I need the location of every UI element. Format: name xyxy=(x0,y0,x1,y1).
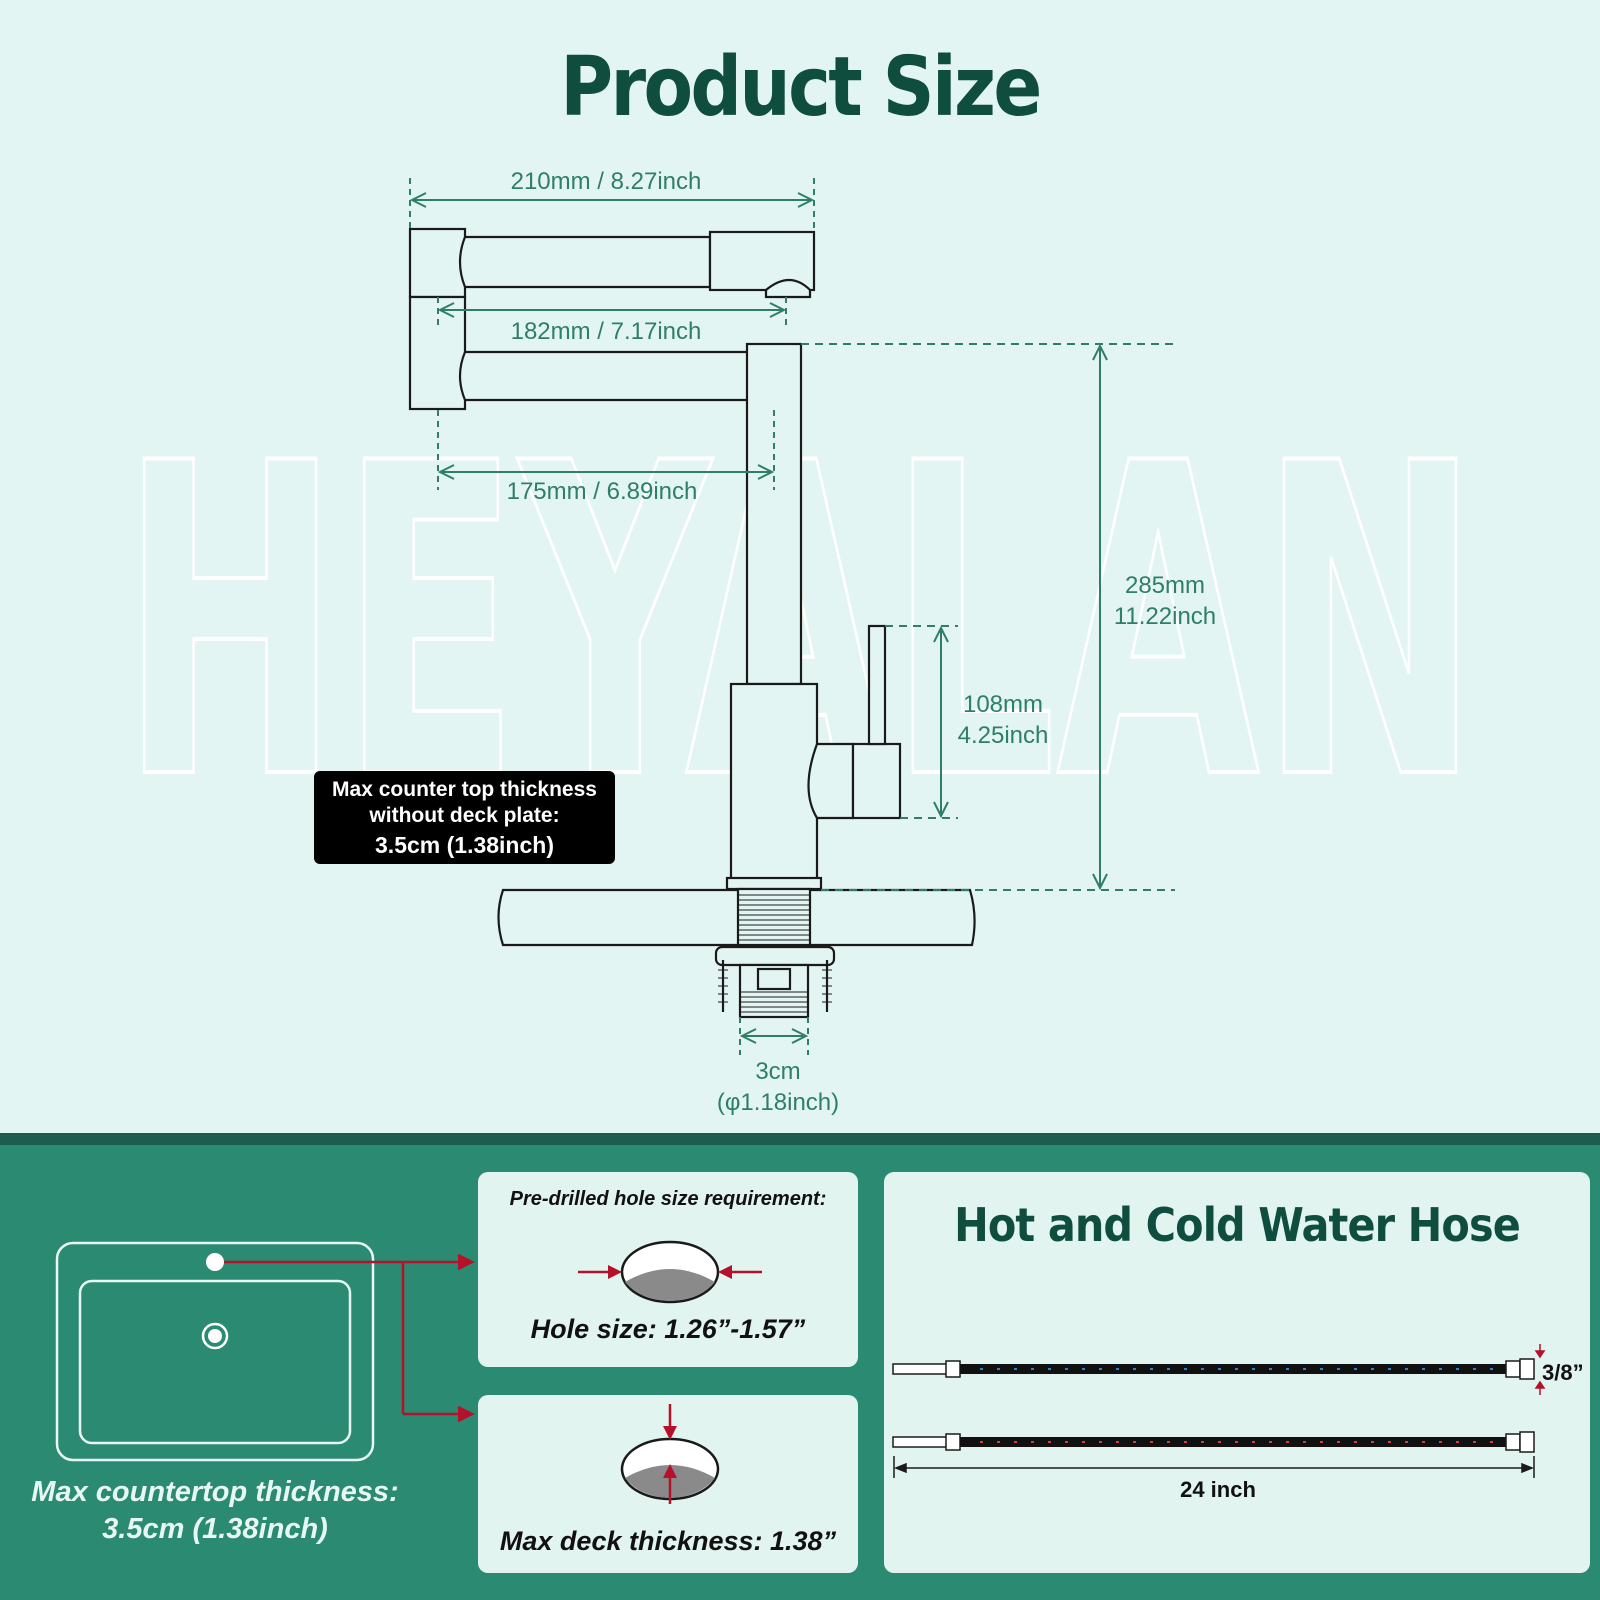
hose-length-label: 24 inch xyxy=(1180,1477,1256,1502)
max-countertop-line2: 3.5cm (1.38inch) xyxy=(102,1513,328,1545)
hose-lower xyxy=(892,1431,1535,1453)
callout-line3: 3.5cm (1.38inch) xyxy=(375,832,554,858)
fitting-marker xyxy=(1534,1344,1546,1395)
dim-spout-full: 210mm / 8.27inch xyxy=(511,168,702,195)
hose-title: Hot and Cold Water Hose xyxy=(954,1198,1521,1252)
hole-size-label: Hole size: 1.26”-1.57” xyxy=(530,1314,806,1344)
dim-handle-in: 4.25inch xyxy=(958,722,1049,749)
max-countertop-line1: Max countertop thickness: xyxy=(31,1476,399,1508)
hole-size-icon xyxy=(578,1240,762,1304)
callout-line1: Max counter top thickness xyxy=(332,778,597,801)
dim-spout-mid: 182mm / 7.17inch xyxy=(511,318,702,345)
counter-thickness-callout: Max counter top thickness without deck p… xyxy=(314,771,615,864)
callout-line2: without deck plate: xyxy=(369,804,560,827)
dim-height-in: 11.22inch xyxy=(1114,603,1216,630)
max-countertop-text: Max countertop thickness: 3.5cm (1.38inc… xyxy=(0,1474,430,1548)
dimension-lines xyxy=(409,178,1175,1055)
max-deck-label: Max deck thickness: 1.38” xyxy=(499,1526,837,1556)
hose-fitting-label: 3/8” xyxy=(1542,1360,1584,1385)
hose-upper xyxy=(892,1358,1535,1380)
drain-icon xyxy=(201,1322,229,1350)
faucet-hole-icon xyxy=(206,1253,224,1271)
dim-height-mm: 285mm xyxy=(1125,572,1205,599)
page-title: Product Size xyxy=(560,40,1042,135)
leader-arrows xyxy=(224,1253,475,1423)
dim-spout-reach: 175mm / 6.89inch xyxy=(507,478,698,505)
faucet-outline xyxy=(408,227,976,1019)
band-divider xyxy=(0,1133,1600,1145)
shank-threads xyxy=(718,894,832,1013)
sink-illustration xyxy=(55,1241,375,1462)
predrilled-heading: Pre-drilled hole size requirement: xyxy=(509,1188,827,1210)
dim-handle-mm: 108mm xyxy=(963,691,1043,718)
deck-thickness-icon xyxy=(620,1404,720,1504)
hose-length-line xyxy=(893,1456,1535,1478)
dim-shank-cm: 3cm xyxy=(755,1058,800,1085)
dim-shank-in: (φ1.18inch) xyxy=(717,1089,839,1116)
